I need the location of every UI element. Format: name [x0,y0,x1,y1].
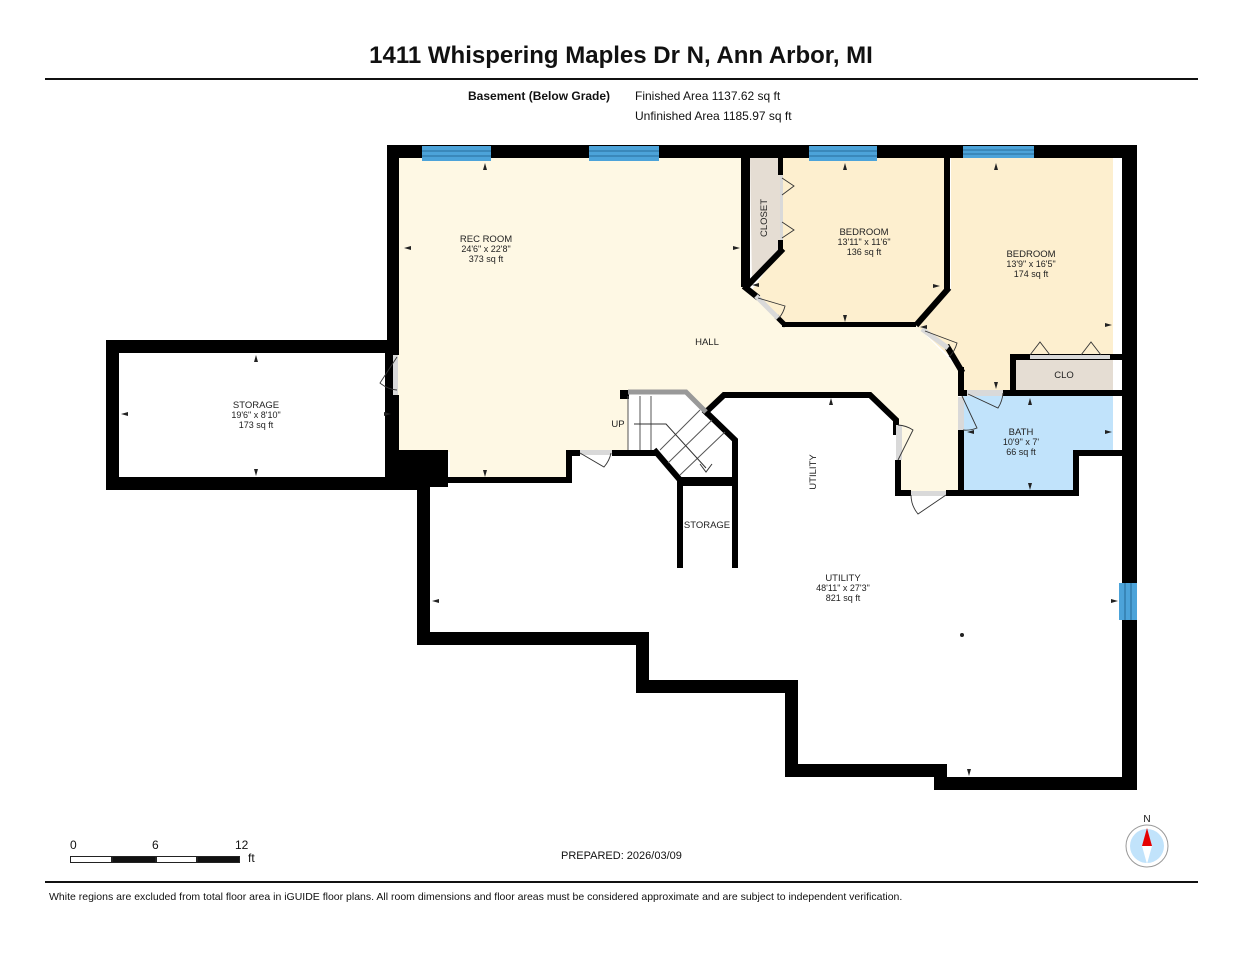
rec-room-hall-floor [398,157,958,495]
hall-name: HALL [695,337,719,348]
windows [422,146,1137,620]
rec-room-name: REC ROOM [460,234,512,245]
property-address-title: 1411 Whispering Maples Dr N, Ann Arbor, … [369,42,873,69]
storage-west-dims: 19'6" x 8'10" [231,410,280,420]
bedroom-2-floor [916,157,1113,390]
window-bedroom-2 [963,146,1034,158]
staircase[interactable] [627,389,726,476]
north-compass: N [1122,812,1172,872]
door-clo [1029,341,1110,359]
disclaimer-text: White regions are excluded from total fl… [49,891,903,903]
scale-tick-6: 6 [152,838,159,852]
scale-segment [70,856,112,863]
bedroom-1-floor [752,157,946,325]
door-utility-small [896,424,914,461]
door-utility-bottom [910,491,947,515]
closet-name: CLOSET [759,199,770,237]
compass-north-label: N [1143,814,1150,825]
bath-area: 66 sq ft [1006,447,1036,457]
door-bedroom-1 [754,294,786,320]
window-bedroom-1 [809,146,877,161]
rec-room-area: 373 sq ft [469,254,504,264]
door-bath-top [967,390,1004,409]
window-utility [1119,583,1137,620]
bedroom-1-name: BEDROOM [839,227,888,238]
scale-segment [112,856,156,863]
scale-tick-12: 12 [235,838,249,852]
prepared-date: PREPARED: 2026/03/09 [561,850,682,862]
door-bath-side [958,395,978,431]
floor-level-label: Basement (Below Grade) [468,89,611,103]
door-storage-west [379,355,398,395]
scale-tick-0: 0 [70,838,77,852]
bedroom-2-dims: 13'9" x 16'5" [1006,259,1055,269]
utility-small-name: UTILITY [808,454,819,490]
bath-name: BATH [1009,427,1034,438]
header-divider [45,78,1198,80]
window-rec-2 [589,146,659,161]
dimension-markers [121,163,1118,776]
clo-floor [1016,360,1113,390]
closet-floor [750,157,780,285]
utility-area: 821 sq ft [826,593,861,603]
bedroom-1-dims: 13'11" x 11'6" [837,237,890,247]
walls [106,145,1137,790]
storage-small-name: STORAGE [684,520,730,531]
bath-dims: 10'9" x 7' [1003,437,1039,447]
storage-west-name: STORAGE [233,400,279,411]
utility-name: UTILITY [825,573,861,584]
storage-west-area: 173 sq ft [239,420,274,430]
door-bedroom-2 [920,326,958,358]
clo-name: CLO [1054,370,1074,381]
scale-segment [197,856,240,863]
scale-unit: ft [248,851,255,865]
doors[interactable] [379,175,1110,515]
bedroom-2-area: 174 sq ft [1014,269,1049,279]
bedroom-1-area: 136 sq ft [847,247,882,257]
utility-dims: 48'11" x 27'3" [816,583,870,593]
scale-segment [156,856,197,863]
door-stair-storage [579,450,612,468]
window-rec-1 [422,146,491,161]
bedroom-2-name: BEDROOM [1006,249,1055,260]
compass-icon: N [1125,814,1169,868]
rec-room-dims: 24'6" x 22'8" [461,244,510,254]
finished-area-text: Finished Area 1137.62 sq ft [635,89,781,103]
room-labels: REC ROOM 24'6" x 22'8" 373 sq ft BEDROOM… [231,199,1073,603]
floor-fills [398,157,1113,495]
footer-divider [45,881,1198,883]
stairs-up-label: UP [611,419,624,430]
door-closet [780,175,795,240]
unfinished-area-text: Unfinished Area 1185.97 sq ft [635,109,792,123]
diagonal-walls [651,246,966,483]
